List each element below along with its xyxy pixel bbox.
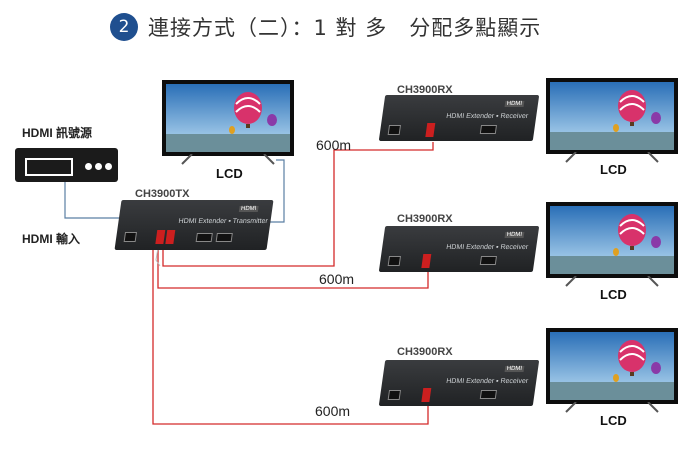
hdmi-logo: HDMI [238, 206, 259, 212]
tx-model-label: CH3900TX [135, 188, 190, 200]
led-dot [95, 163, 102, 170]
lcd-label-3: LCD [600, 413, 627, 428]
hdmi-source-device [15, 148, 118, 182]
power-port [123, 232, 138, 242]
hdmi-local-cable [268, 159, 285, 223]
rx-model-label-3: CH3900RX [397, 346, 453, 358]
rx-model-label-2: CH3900RX [397, 213, 453, 225]
page-title: 2 連接方式（二）：1 對 多 分配多點顯示 [110, 12, 541, 42]
tx-device-text: HDMI Extender ▪ Transmitter [178, 218, 269, 225]
distance-label-2: 600m [319, 271, 355, 287]
rj45-connector [155, 230, 166, 244]
balloon-image [166, 84, 290, 152]
receiver-device-1: HDMI HDMI Extender ▪ Receiver [378, 95, 540, 141]
power-port [387, 256, 402, 266]
lcd-label-local: LCD [216, 166, 243, 181]
distance-label-1: 600m [316, 137, 352, 153]
lcd-label-1: LCD [600, 162, 627, 177]
rj45-connector [425, 123, 436, 137]
balloon-image [550, 82, 674, 150]
hdmi-port [479, 256, 498, 265]
power-port [387, 390, 402, 400]
hdmi-logo: HDMI [504, 232, 525, 238]
hdmi-port [195, 233, 213, 242]
hdmi-port [215, 233, 233, 242]
title-text: 連接方式（二）：1 對 多 分配多點顯示 [148, 16, 542, 40]
rx-device-text: HDMI Extender ▪ Receiver [445, 113, 529, 120]
rj45-connector [421, 254, 432, 268]
led-dot [105, 163, 112, 170]
transmitter-device: HDMI HDMI Extender ▪ Transmitter [114, 200, 274, 250]
hdmi-logo: HDMI [504, 366, 525, 372]
source-display-window [25, 158, 73, 176]
receiver-device-2: HDMI HDMI Extender ▪ Receiver [378, 226, 540, 272]
hdmi-port [479, 125, 498, 134]
balloon-image [550, 332, 674, 400]
rx-device-text: HDMI Extender ▪ Receiver [445, 244, 529, 251]
input-label: HDMI 輸入 [22, 232, 80, 246]
step-badge: 2 [110, 13, 138, 41]
hdmi-logo: HDMI [504, 101, 525, 107]
receiver-device-3: HDMI HDMI Extender ▪ Receiver [378, 360, 540, 406]
distance-label-3: 600m [315, 403, 351, 419]
lcd-label-2: LCD [600, 287, 627, 302]
cable-rx-1 [162, 142, 434, 267]
balloon-image [550, 206, 674, 274]
rj45-connector [421, 388, 432, 402]
cable-rx-3 [152, 248, 429, 425]
hdmi-input-cable [64, 182, 128, 219]
hdmi-port [479, 390, 498, 399]
rj45-connector [165, 230, 176, 244]
power-port [387, 125, 402, 135]
cable-rx-2 [157, 248, 429, 289]
rx-device-text: HDMI Extender ▪ Receiver [445, 378, 529, 385]
rx-model-label-1: CH3900RX [397, 84, 453, 96]
led-dot [85, 163, 92, 170]
lcd-tv-local [162, 80, 294, 166]
lcd-tv-3 [546, 328, 678, 414]
lcd-tv-1 [546, 78, 678, 164]
lcd-tv-2 [546, 202, 678, 288]
source-label: HDMI 訊號源 [22, 126, 92, 140]
